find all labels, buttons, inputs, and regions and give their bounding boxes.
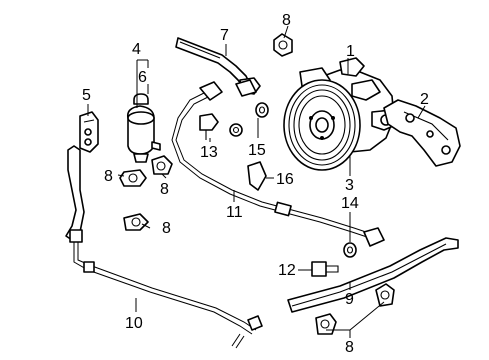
clip-part-16 <box>247 161 267 191</box>
callout-9: 9 <box>345 291 354 308</box>
reservoir-part-4 <box>126 105 161 163</box>
callout-labels: 1 2 3 4 5 6 7 8 8 8 8 8 9 10 11 12 13 14… <box>82 12 429 356</box>
callout-16: 16 <box>276 171 294 188</box>
clamp-part-8-lower-b <box>375 283 395 307</box>
pressure-line-part-11 <box>171 79 385 247</box>
callout-8-top: 8 <box>282 12 291 29</box>
callout-8-lower: 8 <box>345 339 354 356</box>
callout-12: 12 <box>278 262 296 279</box>
callout-6: 6 <box>138 69 147 86</box>
callout-7: 7 <box>220 27 229 44</box>
union-bolt-part-13 <box>199 113 219 140</box>
clamp-part-8-lower-a <box>315 313 337 335</box>
washer-part-14 <box>343 242 357 258</box>
clamp-part-8-upper-line <box>151 155 173 175</box>
o-ring-part-15 <box>229 102 269 137</box>
power-steering-pump-part-1 <box>283 57 399 171</box>
callout-5: 5 <box>82 87 91 104</box>
return-line-part-10 <box>65 145 263 349</box>
callout-14: 14 <box>341 195 359 212</box>
callout-10: 10 <box>125 315 143 332</box>
callout-15: 15 <box>248 142 266 159</box>
callout-3: 3 <box>345 177 354 194</box>
callout-8-upper-line: 8 <box>160 181 169 198</box>
leader-lines <box>87 25 426 338</box>
callout-8-reservoir: 8 <box>104 168 113 185</box>
callout-4: 4 <box>132 41 141 58</box>
clamp-part-8-reservoir <box>119 169 147 187</box>
callout-8-mid: 8 <box>162 220 171 237</box>
clamp-part-8-mid <box>123 213 149 231</box>
pump-bracket-part-2 <box>383 99 461 167</box>
clamp-part-8-top <box>273 33 293 57</box>
callout-11: 11 <box>226 204 243 221</box>
reservoir-cap-part-6 <box>133 93 149 105</box>
bolt-part-12 <box>311 261 339 277</box>
callout-1: 1 <box>346 43 355 60</box>
reservoir-bracket-part-5 <box>79 111 99 153</box>
lower-hose-part-9 <box>287 237 459 313</box>
callout-2: 2 <box>420 91 429 108</box>
callout-13: 13 <box>200 144 218 161</box>
